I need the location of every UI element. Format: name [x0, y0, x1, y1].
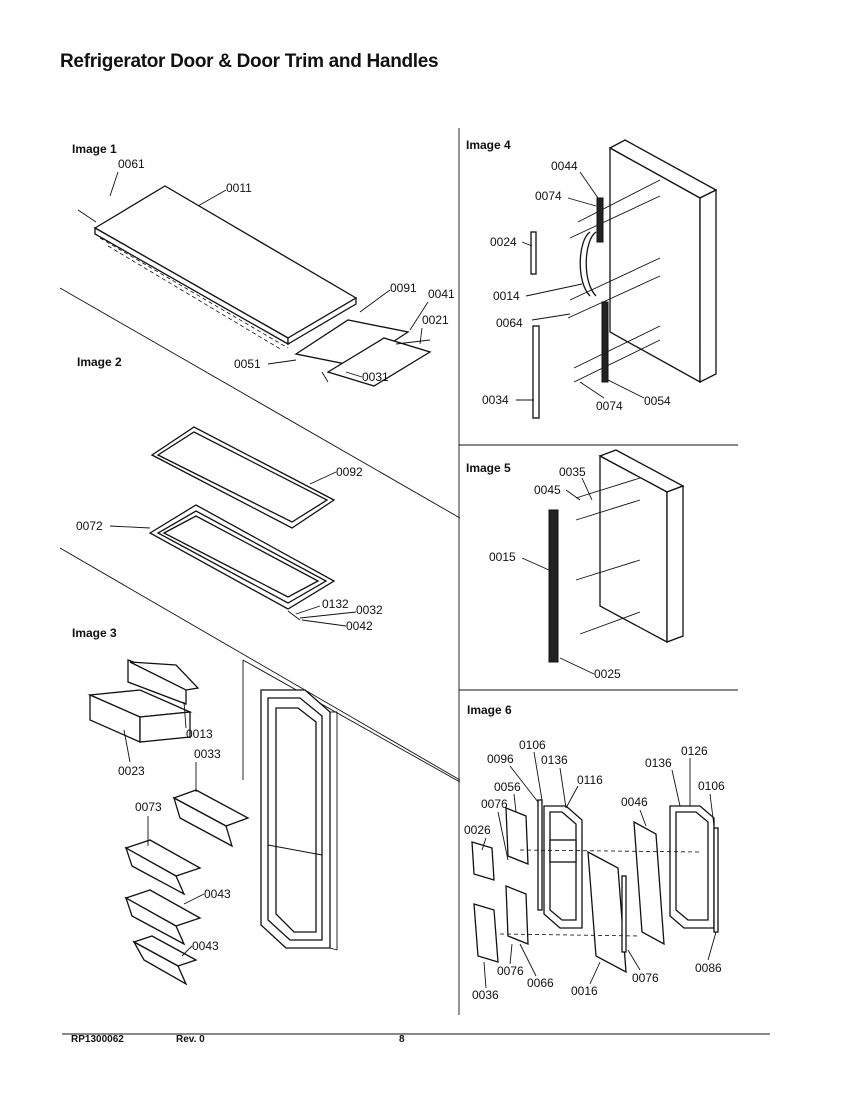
part-label: 0061	[118, 157, 145, 171]
part-label: 0076	[481, 797, 508, 811]
part-label: 0034	[482, 393, 509, 407]
part-label: 0033	[194, 747, 221, 761]
part-label: 0136	[541, 753, 568, 767]
part-label: 0011	[226, 181, 252, 195]
part-label: 0132	[322, 597, 349, 611]
part-label: 0045	[534, 483, 561, 497]
part-label: 0054	[644, 394, 671, 408]
image-3-title: Image 3	[72, 626, 117, 640]
part-label: 0076	[497, 964, 524, 978]
part-label: 0064	[496, 316, 523, 330]
part-label: 0035	[559, 465, 586, 479]
image-6-callouts: 0106 0096 0136 0056 0116 0076 0026 0126 …	[464, 738, 725, 1002]
part-label: 0076	[632, 971, 659, 985]
part-label: 0092	[336, 465, 363, 479]
part-label: 0025	[594, 667, 621, 681]
part-label: 0014	[493, 289, 520, 303]
part-label: 0043	[192, 939, 219, 953]
part-label: 0023	[118, 764, 145, 778]
image-5-title: Image 5	[466, 461, 511, 475]
image-4-callouts: 0044 0074 0024 0014 0064 0034 0074 0054	[482, 159, 671, 413]
part-label: 0106	[519, 738, 546, 752]
part-label: 0116	[577, 773, 603, 787]
part-label: 0056	[494, 780, 521, 794]
part-label: 0072	[76, 519, 103, 533]
part-label: 0044	[551, 159, 578, 173]
image-3-callouts: 0013 0023 0033 0073 0043 0043	[118, 701, 231, 957]
image-5-callouts: 0035 0045 0015 0025	[489, 465, 621, 681]
part-label: 0096	[487, 752, 514, 766]
part-label: 0031	[362, 370, 389, 384]
doc-number: RP1300062	[71, 1034, 124, 1045]
part-label: 0013	[186, 727, 213, 741]
part-label: 0041	[428, 287, 455, 301]
image-1-title: Image 1	[72, 142, 117, 156]
part-label: 0074	[596, 399, 623, 413]
part-label: 0021	[422, 313, 449, 327]
part-label: 0026	[464, 823, 491, 837]
part-label: 0051	[234, 357, 261, 371]
part-label: 0074	[535, 189, 562, 203]
image-1-callouts: 0061 0011 0091 0041 0021 0051 0031	[109, 157, 455, 384]
part-label: 0046	[621, 795, 648, 809]
part-label: 0106	[698, 779, 725, 793]
part-label: 0086	[695, 961, 722, 975]
part-label: 0042	[346, 619, 373, 633]
part-label: 0126	[681, 744, 708, 758]
part-label: 0032	[356, 603, 383, 617]
part-label: 0043	[204, 887, 231, 901]
image-2-title: Image 2	[77, 355, 122, 369]
part-label: 0066	[527, 976, 554, 990]
image-2-callouts: 0092 0072 0132 0032 0042	[76, 465, 383, 633]
image-2-drawing	[148, 426, 336, 621]
part-label: 0024	[490, 235, 517, 249]
image-6-title: Image 6	[467, 703, 512, 717]
part-label: 0073	[135, 800, 162, 814]
part-label: 0091	[390, 281, 417, 295]
part-label: 0015	[489, 550, 516, 564]
image-4-drawing	[530, 139, 718, 419]
part-label: 0016	[571, 984, 598, 998]
image-3-drawing	[87, 659, 461, 986]
image-1-drawing	[77, 185, 432, 387]
image-5-drawing	[548, 449, 685, 663]
page-number: 8	[399, 1034, 405, 1045]
page-title: Refrigerator Door & Door Trim and Handle…	[60, 51, 439, 72]
image-4-title: Image 4	[466, 138, 511, 152]
panel-dividers	[59, 128, 770, 1035]
part-label: 0036	[472, 988, 499, 1002]
image-6-drawing	[471, 799, 719, 974]
revision: Rev. 0	[176, 1034, 205, 1045]
part-label: 0136	[645, 756, 672, 770]
